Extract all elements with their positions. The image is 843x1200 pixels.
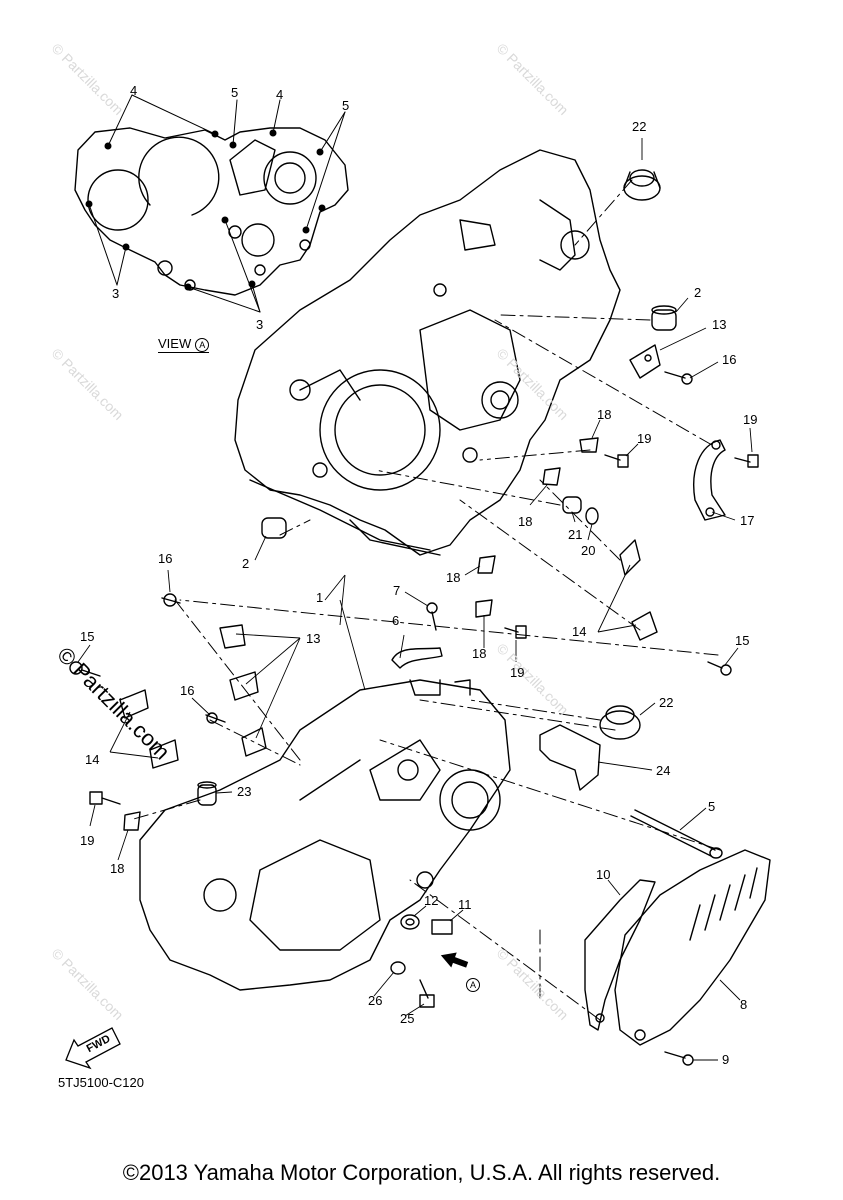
view-a-marker: A: [195, 337, 210, 352]
part-14-guides-left: [119, 689, 179, 769]
part-7-screw: [426, 602, 438, 631]
callout-5: 5: [708, 799, 716, 814]
callout-2: 2: [694, 285, 702, 300]
callout-3: 3: [112, 286, 120, 301]
callout-4: 4: [130, 83, 138, 98]
callout-16: 16: [722, 352, 737, 367]
part-16-screw-upper: [664, 371, 693, 385]
callout-4: 4: [276, 87, 284, 102]
callout-14: 14: [572, 624, 587, 639]
callout-13: 13: [306, 631, 321, 646]
callout-22: 22: [632, 119, 647, 134]
part-5-stud-bolt: [630, 809, 723, 859]
view-a-bolt-holes: [85, 129, 326, 291]
fwd-arrow-icon: [65, 1027, 121, 1070]
callout-8: 8: [740, 997, 748, 1012]
callout-15: 15: [80, 629, 95, 644]
part-2-dowel-left: [261, 517, 287, 539]
callout-5: 5: [231, 85, 239, 100]
part-11-drain-bolt: [431, 919, 453, 935]
callout-7: 7: [393, 583, 401, 598]
callout-18: 18: [446, 570, 461, 585]
right-crankcase-half: [234, 149, 621, 556]
part-10-gasket: [584, 879, 656, 1031]
callout-1: 1: [316, 590, 324, 605]
callout-15: 15: [735, 633, 750, 648]
part-15-screw-right: [707, 661, 732, 676]
callout-19: 19: [80, 833, 95, 848]
part-19-bolt-mid: [604, 454, 629, 468]
part-19-bolt-center: [504, 625, 527, 639]
callout-16: 16: [158, 551, 173, 566]
part-25-bolt: [419, 979, 435, 1008]
callout-18: 18: [472, 646, 487, 661]
callout-22: 22: [659, 695, 674, 710]
callout-3: 3: [256, 317, 264, 332]
part-18-clip-left: [123, 811, 141, 831]
callout-26: 26: [368, 993, 383, 1008]
view-a-crankcase-face: [74, 127, 349, 296]
callout-17: 17: [740, 513, 755, 528]
part-13-brackets-left: [219, 624, 267, 757]
callout-19: 19: [510, 665, 525, 680]
part-6-clamp: [391, 647, 443, 669]
part-24-guide: [539, 724, 601, 791]
callout-11: 11: [458, 897, 472, 912]
callout-18: 18: [110, 861, 125, 876]
part-16-screw-left-top: [161, 593, 181, 607]
view-a-arrow: [440, 952, 469, 968]
callout-9: 9: [722, 1052, 730, 1067]
callout-12: 12: [424, 893, 439, 908]
part-22-oil-seal-upper: [623, 169, 661, 201]
arrow-a-marker: A: [466, 978, 480, 992]
part-13-bracket-upper: [629, 344, 661, 379]
part-21-collar: [562, 496, 582, 514]
callout-19: 19: [743, 412, 758, 427]
part-20-washer: [585, 507, 599, 525]
callout-25: 25: [400, 1011, 415, 1026]
part-23-dowel: [197, 781, 217, 806]
callout-13: 13: [712, 317, 727, 332]
part-18-clip-right: [542, 437, 599, 486]
view-a-leaders: [88, 94, 346, 313]
part-9-screw: [664, 1051, 694, 1066]
callout-23: 23: [237, 784, 252, 799]
part-16-screw-left-mid: [205, 712, 226, 724]
part-12-washer: [400, 914, 420, 930]
part-14-guide-right: [619, 539, 658, 641]
part-19-bolt-right: [734, 454, 759, 468]
callout-10: 10: [596, 867, 611, 882]
part-17-plate: [693, 439, 726, 521]
part-2-dowel-upper: [651, 305, 677, 331]
drawing-code: 5TJ5100-C120: [58, 1075, 144, 1090]
callout-24: 24: [656, 763, 671, 778]
callout-19: 19: [637, 431, 652, 446]
part-18-clips-center: [475, 555, 496, 618]
callout-21: 21: [568, 527, 583, 542]
callout-14: 14: [85, 752, 100, 767]
callout-2: 2: [242, 556, 250, 571]
callout-16: 16: [180, 683, 195, 698]
copyright-notice: ©2013 Yamaha Motor Corporation, U.S.A. A…: [122, 1160, 721, 1185]
callout-6: 6: [392, 613, 400, 628]
part-15-screw-left: [69, 661, 101, 677]
callout-18: 18: [518, 514, 533, 529]
part-8-cover: [614, 849, 771, 1046]
part-22-oil-seal-lower: [599, 705, 641, 740]
part-19-bolt-left: [89, 791, 121, 805]
callout-20: 20: [581, 543, 596, 558]
callout-5: 5: [342, 98, 350, 113]
left-crankcase-half: [139, 679, 511, 991]
callout-leaders: [77, 138, 753, 1061]
callout-18: 18: [597, 407, 612, 422]
part-26-washer: [390, 961, 406, 975]
